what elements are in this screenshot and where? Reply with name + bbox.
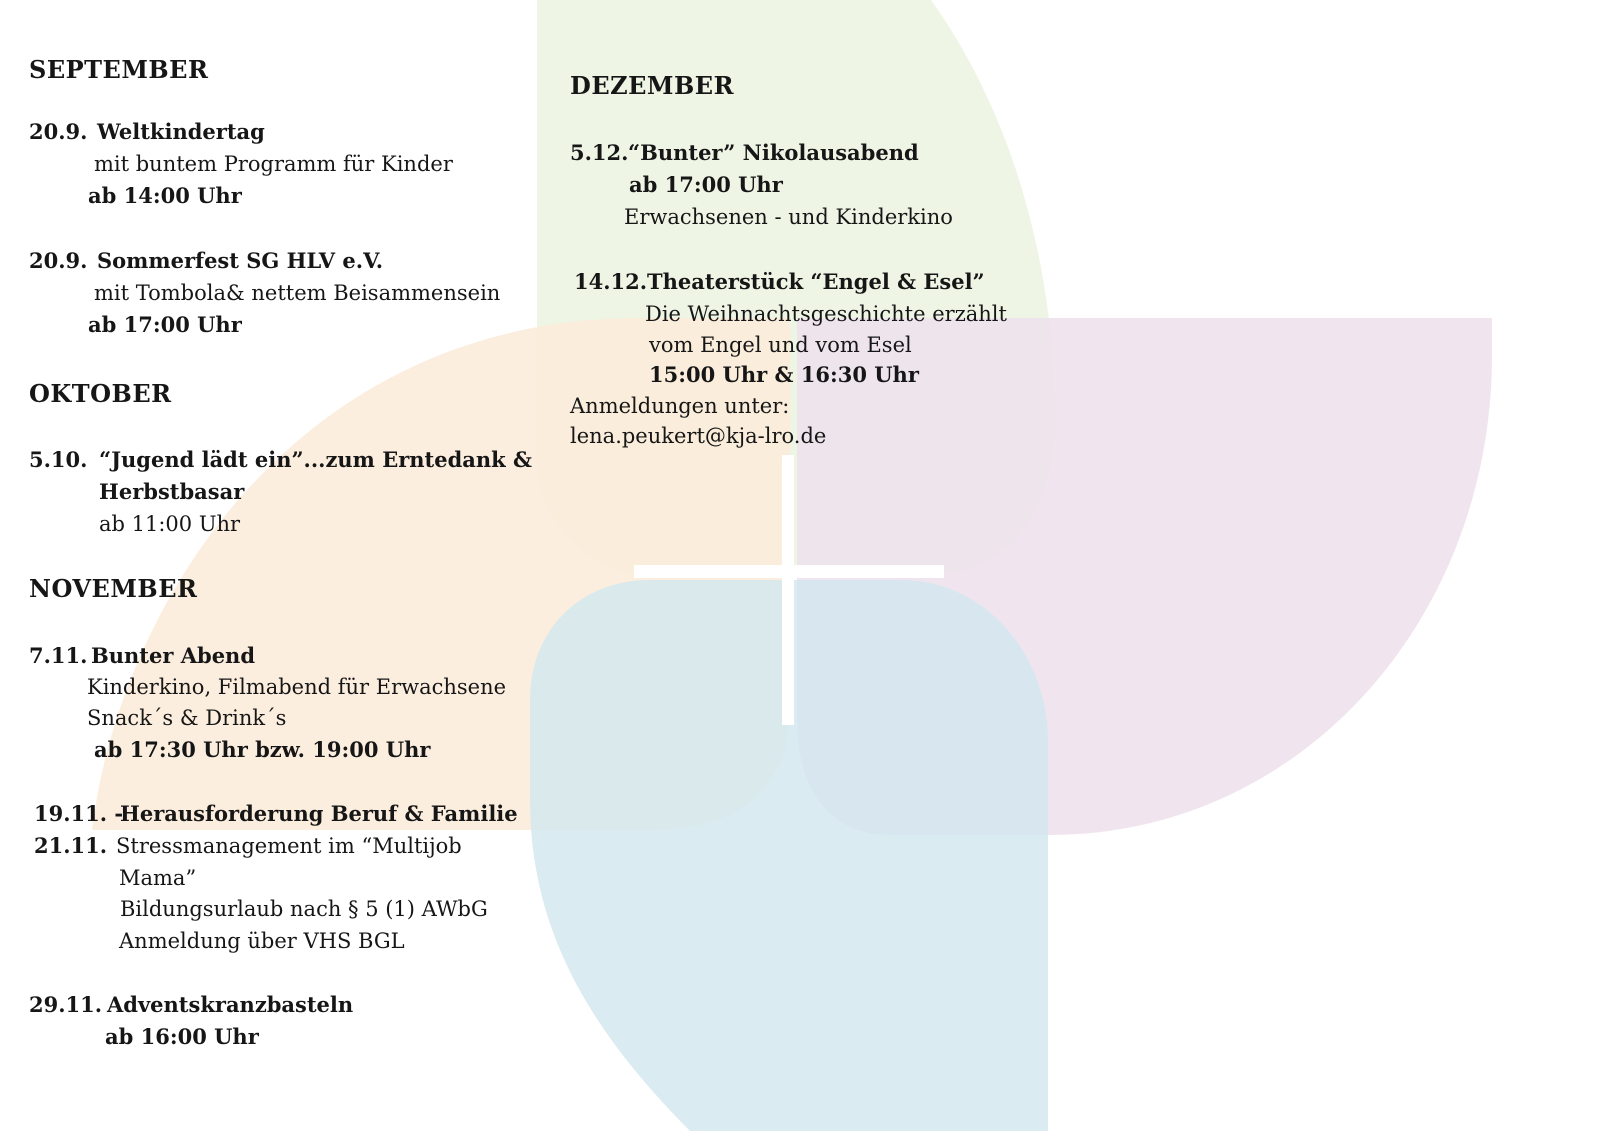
event-desc: Die Weihnachtsgeschichte erzählt <box>645 302 1007 326</box>
event-desc: vom Engel und vom Esel <box>649 333 912 357</box>
event-time: ab 11:00 Uhr <box>99 512 241 536</box>
event-date: 14.12. <box>574 269 648 294</box>
event-date: 5.12. <box>570 140 629 165</box>
event-desc: Snack´s & Drink´s <box>87 706 287 730</box>
petal-blue <box>530 580 1048 1131</box>
event-desc: Erwachsenen - und Kinderkino <box>624 205 953 229</box>
event-time: ab 14:00 Uhr <box>88 183 242 208</box>
event-time: ab 17:00 Uhr <box>629 172 783 197</box>
event-date: 7.11. <box>29 643 88 668</box>
event-date: 5.10. <box>29 447 88 472</box>
event-title: Theaterstück “Engel & Esel” <box>647 269 985 294</box>
event-desc: Stressmanagement im “Multijob <box>116 834 462 858</box>
event-title: “Bunter” Nikolausabend <box>628 140 919 165</box>
event-date: 21.11. <box>34 833 108 858</box>
event-title: Herausforderung Beruf & Familie <box>120 801 518 826</box>
event-date: 20.9. <box>29 248 88 273</box>
event-time: ab 16:00 Uhr <box>105 1024 259 1049</box>
event-desc: Mama” <box>119 866 197 890</box>
event-title: Sommerfest SG HLV e.V. <box>97 248 384 273</box>
event-title: Weltkindertag <box>97 119 265 144</box>
event-title: Bunter Abend <box>91 643 256 668</box>
heading-september: SEPTEMBER <box>29 55 209 84</box>
event-title: Herbstbasar <box>99 479 245 504</box>
heading-dezember: DEZEMBER <box>570 71 735 100</box>
cross-vertical-bar <box>782 455 794 725</box>
cross-horizontal-bar <box>634 565 944 578</box>
event-date: 20.9. <box>29 119 88 144</box>
registration-email[interactable]: lena.peukert@kja-lro.de <box>570 424 827 448</box>
event-title: “Jugend lädt ein”...zum Erntedank & <box>99 447 532 472</box>
event-desc: Kinderkino, Filmabend für Erwachsene <box>87 675 507 699</box>
heading-november: NOVEMBER <box>29 574 198 603</box>
event-time: ab 17:30 Uhr bzw. 19:00 Uhr <box>94 737 431 762</box>
event-title: Adventskranzbasteln <box>107 992 354 1017</box>
event-desc: mit buntem Programm für Kinder <box>94 152 453 176</box>
registration-label: Anmeldungen unter: <box>570 394 790 418</box>
event-time: ab 17:00 Uhr <box>88 312 242 337</box>
event-date: 19.11. - <box>34 801 124 826</box>
event-time: 15:00 Uhr & 16:30 Uhr <box>649 362 919 387</box>
event-date: 29.11. <box>29 992 103 1017</box>
event-desc: mit Tombola& nettem Beisammensein <box>94 281 501 305</box>
event-desc: Bildungsurlaub nach § 5 (1) AWbG <box>120 897 488 921</box>
event-desc: Anmeldung über VHS BGL <box>119 929 405 953</box>
heading-oktober: OKTOBER <box>29 379 172 408</box>
